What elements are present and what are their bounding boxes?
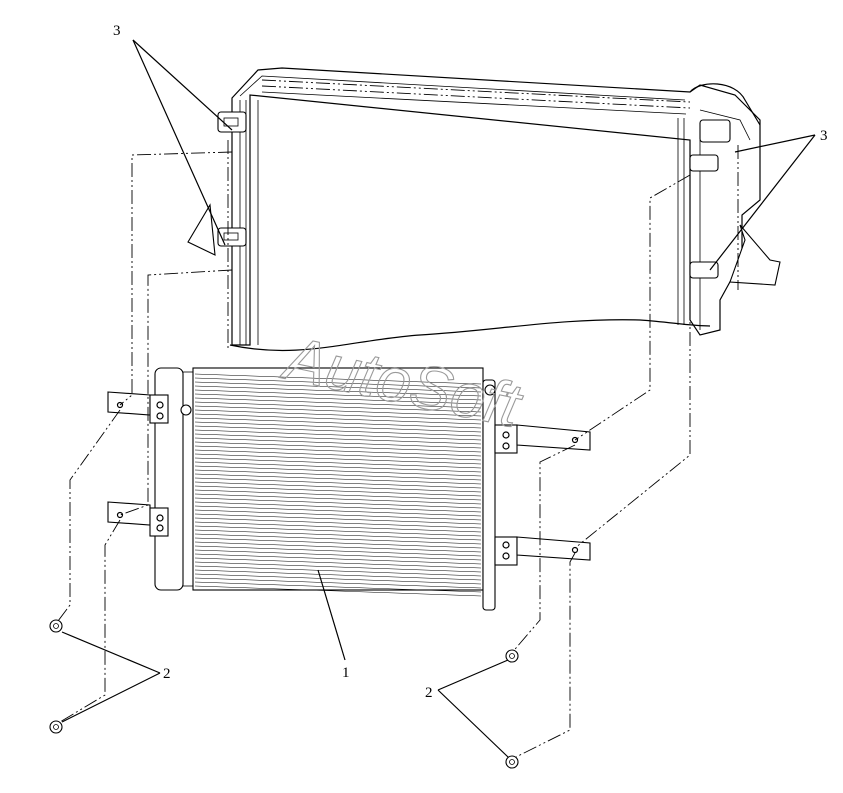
condenser-bracket-right-upper bbox=[494, 424, 591, 454]
nut-left-upper bbox=[49, 619, 63, 633]
callout-nuts-right: 2 bbox=[425, 685, 433, 701]
fin-line bbox=[194, 581, 482, 593]
fin-line bbox=[194, 409, 482, 421]
fin-line bbox=[194, 441, 482, 453]
radiator-frame bbox=[229, 67, 761, 352]
leader-lines bbox=[61, 39, 816, 758]
fin-line bbox=[194, 561, 482, 573]
callout-bracket-top-left: 3 bbox=[113, 23, 121, 39]
fin-line bbox=[194, 485, 482, 497]
callout-condenser: 1 bbox=[342, 665, 350, 681]
assembly-lines bbox=[54, 140, 739, 761]
fin-line bbox=[194, 525, 482, 537]
fin-line bbox=[194, 473, 482, 485]
mounting-bracket-top-left bbox=[217, 111, 247, 133]
mounting-bracket-top-right bbox=[689, 119, 731, 172]
fin-line bbox=[194, 429, 482, 441]
fin-line bbox=[194, 401, 482, 413]
nut-right-upper bbox=[505, 649, 519, 663]
fin-line bbox=[194, 569, 482, 581]
condenser-bracket-right-lower bbox=[494, 536, 591, 566]
fin-line bbox=[194, 377, 482, 389]
fin-line bbox=[194, 533, 482, 545]
condenser-fins bbox=[194, 373, 482, 597]
fin-line bbox=[194, 541, 482, 553]
fin-line bbox=[194, 537, 482, 549]
fin-line bbox=[194, 437, 482, 449]
fin-line bbox=[194, 501, 482, 513]
fin-line bbox=[194, 505, 482, 517]
fin-line bbox=[194, 557, 482, 569]
fin-line bbox=[194, 481, 482, 493]
fin-line bbox=[194, 421, 482, 433]
fin-line bbox=[194, 449, 482, 461]
fin-line bbox=[194, 385, 482, 397]
fin-line bbox=[194, 393, 482, 405]
fin-line bbox=[194, 497, 482, 509]
condenser-bracket-left-upper bbox=[107, 391, 169, 424]
fin-line bbox=[194, 425, 482, 437]
fin-line bbox=[194, 517, 482, 529]
nut-left-lower bbox=[49, 720, 63, 734]
fin-line bbox=[194, 545, 482, 557]
nut-right-lower bbox=[505, 755, 519, 769]
fin-line bbox=[194, 585, 482, 597]
fin-line bbox=[194, 465, 482, 477]
fin-line bbox=[194, 489, 482, 501]
fin-line bbox=[194, 549, 482, 561]
fin-line bbox=[194, 405, 482, 417]
fin-line bbox=[194, 577, 482, 589]
mounting-bracket-mid-left bbox=[187, 203, 247, 256]
fin-line bbox=[194, 445, 482, 457]
fin-line bbox=[194, 477, 482, 489]
fin-line bbox=[194, 457, 482, 469]
fin-line bbox=[194, 521, 482, 533]
callout-nuts-left: 2 bbox=[163, 666, 171, 682]
fin-line bbox=[194, 381, 482, 393]
fin-line bbox=[194, 453, 482, 465]
fin-line bbox=[194, 553, 482, 565]
callout-bracket-top-right: 3 bbox=[820, 128, 828, 144]
fin-line bbox=[194, 461, 482, 473]
fin-line bbox=[194, 373, 482, 385]
fin-line bbox=[194, 413, 482, 425]
fin-line bbox=[194, 389, 482, 401]
fin-line bbox=[194, 469, 482, 481]
fin-line bbox=[194, 509, 482, 521]
condenser bbox=[154, 367, 496, 611]
fin-line bbox=[194, 493, 482, 505]
fin-line bbox=[194, 397, 482, 409]
fin-line bbox=[194, 433, 482, 445]
fin-line bbox=[194, 529, 482, 541]
fin-line bbox=[194, 417, 482, 429]
fin-line bbox=[194, 573, 482, 585]
fin-line bbox=[194, 513, 482, 525]
mounting-bracket-mid-right bbox=[689, 224, 781, 286]
fin-line bbox=[194, 565, 482, 577]
condenser-bracket-left-lower bbox=[107, 501, 169, 537]
